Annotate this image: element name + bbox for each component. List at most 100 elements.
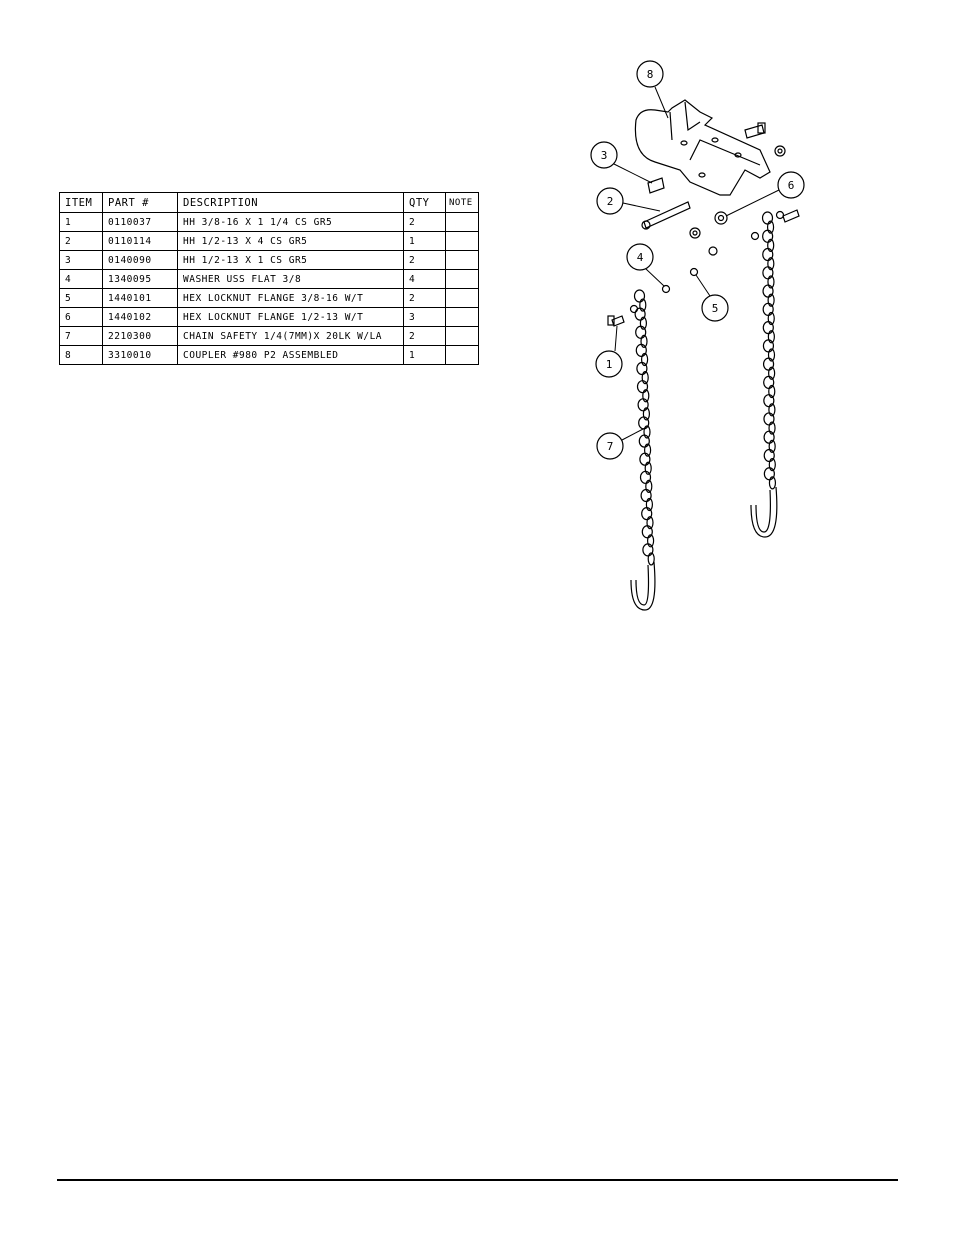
chain-link <box>638 434 650 448</box>
chain-link <box>762 229 774 243</box>
chain-link <box>638 416 650 430</box>
cell-note <box>445 307 479 327</box>
callout-5: 5 <box>701 294 729 322</box>
hardware-illustration <box>607 122 800 327</box>
cell-note <box>445 250 479 270</box>
cell-description: COUPLER #980 P2 ASSEMBLED <box>177 345 404 365</box>
cell-note <box>445 326 479 346</box>
cell-note <box>445 231 479 251</box>
chain-link <box>768 384 776 399</box>
chain-link <box>767 311 775 326</box>
chain-link <box>768 366 776 380</box>
cell-item: 6 <box>59 307 103 327</box>
callout-4: 4 <box>626 243 654 271</box>
chain-link <box>646 516 654 530</box>
chain-link <box>645 497 654 512</box>
header-note: NOTE <box>445 192 479 213</box>
callout-label: 3 <box>601 149 608 162</box>
cell-item: 5 <box>59 288 103 308</box>
chain-link <box>763 394 775 408</box>
callout-label: 4 <box>637 251 644 264</box>
cell-item: 1 <box>59 212 103 232</box>
cell-qty: 1 <box>403 345 446 365</box>
callout-8: 8 <box>636 60 664 88</box>
callout-label: 1 <box>606 358 613 371</box>
chain-link <box>763 412 775 426</box>
table-header-row: ITEM PART # DESCRIPTION QTY NOTE <box>59 192 479 213</box>
cell-item: 8 <box>59 345 103 365</box>
cell-qty: 1 <box>403 231 446 251</box>
header-description: DESCRIPTION <box>177 192 404 213</box>
chain-link <box>642 389 650 403</box>
chain-link <box>768 403 776 417</box>
cell-part: 1340095 <box>102 269 178 289</box>
chain-link <box>763 467 775 481</box>
chain-link <box>768 458 776 472</box>
chain-link <box>640 488 652 503</box>
callout-3: 3 <box>590 141 618 169</box>
chain-link <box>639 316 648 330</box>
chain-link <box>639 298 647 312</box>
cell-qty: 4 <box>403 269 446 289</box>
callout-label: 6 <box>788 179 795 192</box>
cell-part: 1440101 <box>102 288 178 308</box>
chain-link <box>768 439 776 453</box>
chain-link <box>763 448 775 463</box>
chain-link <box>642 543 654 557</box>
chain-link <box>761 211 774 225</box>
safety-chain-right <box>761 211 777 490</box>
callout-label: 5 <box>712 302 719 315</box>
chain-link <box>767 238 775 252</box>
cell-note <box>445 345 479 365</box>
chain-link <box>645 479 653 493</box>
chain-link <box>639 452 651 466</box>
cell-description: HH 1/2-13 X 4 CS GR5 <box>177 231 404 251</box>
footer-rule <box>57 1179 898 1181</box>
chain-link <box>767 348 776 362</box>
cell-part: 0110114 <box>102 231 178 251</box>
chain-link <box>763 430 775 444</box>
callout-label: 2 <box>607 195 614 208</box>
chain-link <box>762 266 774 280</box>
chain-link <box>641 525 653 539</box>
chain-link <box>768 476 777 490</box>
cell-part: 0140090 <box>102 250 178 270</box>
cell-note <box>445 288 479 308</box>
cell-description: HH 1/2-13 X 1 CS GR5 <box>177 250 404 270</box>
callout-2: 2 <box>596 187 624 215</box>
cell-item: 7 <box>59 326 103 346</box>
chain-link <box>763 375 775 389</box>
chain-link <box>762 321 774 335</box>
cell-item: 3 <box>59 250 103 270</box>
cell-description: HEX LOCKNUT FLANGE 3/8-16 W/T <box>177 288 404 308</box>
leader-lines <box>613 86 780 441</box>
cell-qty: 2 <box>403 212 446 232</box>
cell-part: 1440102 <box>102 307 178 327</box>
hook-right <box>750 486 778 538</box>
chain-link <box>641 371 649 385</box>
cell-part: 3310010 <box>102 345 178 365</box>
coupler-illustration <box>634 99 771 196</box>
cell-description: HH 3/8-16 X 1 1/4 CS GR5 <box>177 212 404 232</box>
callout-7: 7 <box>596 432 624 460</box>
chain-link <box>643 425 651 439</box>
header-part: PART # <box>102 192 178 213</box>
header-qty: QTY <box>403 192 446 213</box>
cell-description: CHAIN SAFETY 1/4(7MM)X 20LK W/LA <box>177 326 404 346</box>
chain-link <box>762 357 775 371</box>
chain-link <box>640 334 648 348</box>
cell-qty: 3 <box>403 307 446 327</box>
chain-link <box>644 461 652 475</box>
chain-link <box>633 289 646 303</box>
callout-6: 6 <box>777 171 805 199</box>
cell-description: WASHER USS FLAT 3/8 <box>177 269 404 289</box>
chain-link <box>762 284 774 298</box>
chain-link <box>640 352 649 367</box>
